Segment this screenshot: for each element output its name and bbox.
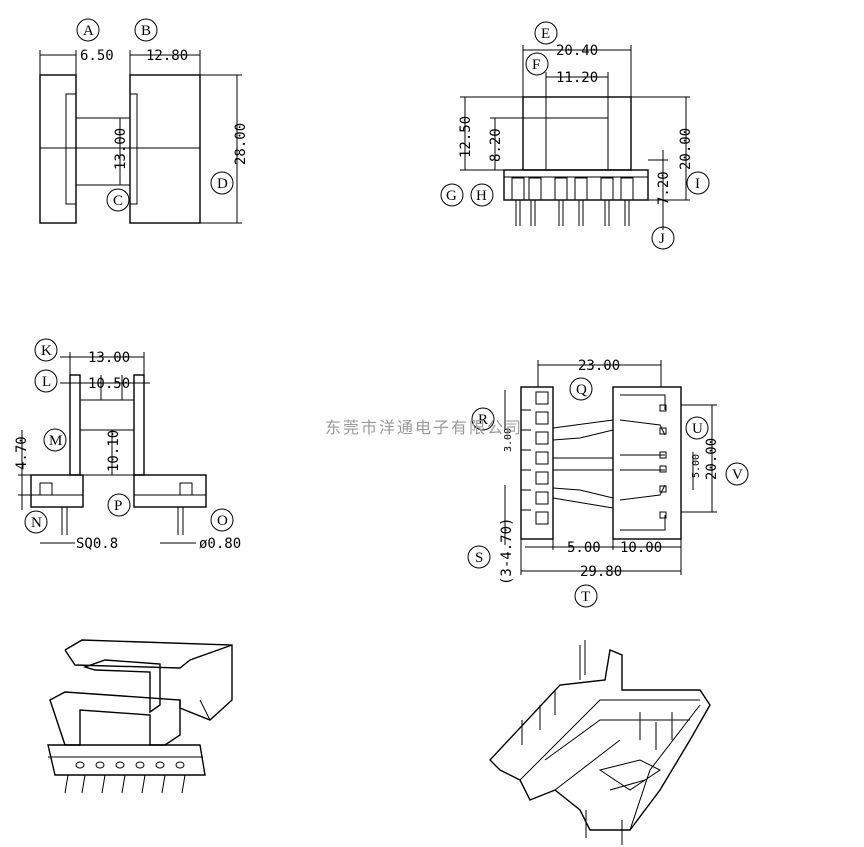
label-k: K — [41, 343, 52, 359]
dim-j: 7.20 — [656, 171, 672, 205]
view-top-right: 20.40 11.20 12.50 8.20 20.00 7.20 E F G … — [440, 21, 710, 250]
dim-f: 11.20 — [556, 70, 598, 86]
dim-r: 3.00 — [503, 428, 514, 452]
isometric-view-left — [47, 639, 233, 794]
dim-a: 6.50 — [80, 48, 114, 64]
isometric-view-right — [489, 640, 711, 845]
label-c: C — [113, 193, 123, 209]
dim-t: 29.80 — [580, 564, 622, 580]
label-e: E — [541, 26, 550, 42]
label-u: U — [692, 421, 703, 437]
dim-l: 10.50 — [88, 376, 130, 392]
label-h: H — [476, 188, 487, 204]
view-top-left: 6.50 12.80 28.00 13.00 A B C D — [39, 18, 249, 224]
dim-m: 4.70 — [14, 436, 30, 470]
view-mid-left: 13.00 10.50 4.70 10.10 SQ0.8 ø0.80 K L M… — [14, 338, 241, 552]
label-r: R — [478, 412, 488, 428]
label-f: F — [532, 57, 540, 73]
dim-p: 10.10 — [106, 430, 122, 472]
watermark-text: 东莞市洋通电子有限公司 — [325, 418, 523, 437]
label-p: P — [114, 498, 122, 514]
dim-u10: 10.00 — [620, 540, 662, 556]
label-a: A — [83, 23, 94, 39]
label-b: B — [141, 23, 151, 39]
label-j: J — [659, 231, 665, 247]
label-g: G — [446, 188, 457, 204]
label-i: I — [695, 176, 700, 192]
dim-v: 20.00 — [704, 438, 720, 480]
label-n: N — [31, 515, 42, 531]
label-m: M — [49, 433, 62, 449]
dim-q: 23.00 — [578, 358, 620, 374]
dim-k: 13.00 — [88, 350, 130, 366]
label-v: V — [732, 467, 743, 483]
label-s: S — [475, 550, 483, 566]
label-l: L — [42, 374, 51, 390]
dim-b: 12.80 — [146, 48, 188, 64]
dim-c: 13.00 — [113, 128, 129, 170]
view-mid-right: 23.00 3.00 (3-4.70) 5.00 10.00 29.80 20.… — [467, 358, 749, 608]
label-t: T — [581, 589, 590, 605]
dim-s: (3-4.70) — [499, 518, 515, 585]
label-o: O — [217, 513, 228, 529]
dim-e: 20.40 — [556, 43, 598, 59]
dim-g: 12.50 — [458, 116, 474, 158]
dim-v5: 5.00 — [691, 454, 702, 478]
dim-h: 8.20 — [488, 128, 504, 162]
label-q: Q — [576, 382, 587, 398]
dim-d: 28.00 — [233, 123, 249, 165]
dim-i: 20.00 — [678, 128, 694, 170]
dim-o: ø0.80 — [199, 536, 241, 552]
dim-u5: 5.00 — [567, 540, 601, 556]
label-d: D — [217, 176, 228, 192]
dim-n: SQ0.8 — [76, 536, 118, 552]
